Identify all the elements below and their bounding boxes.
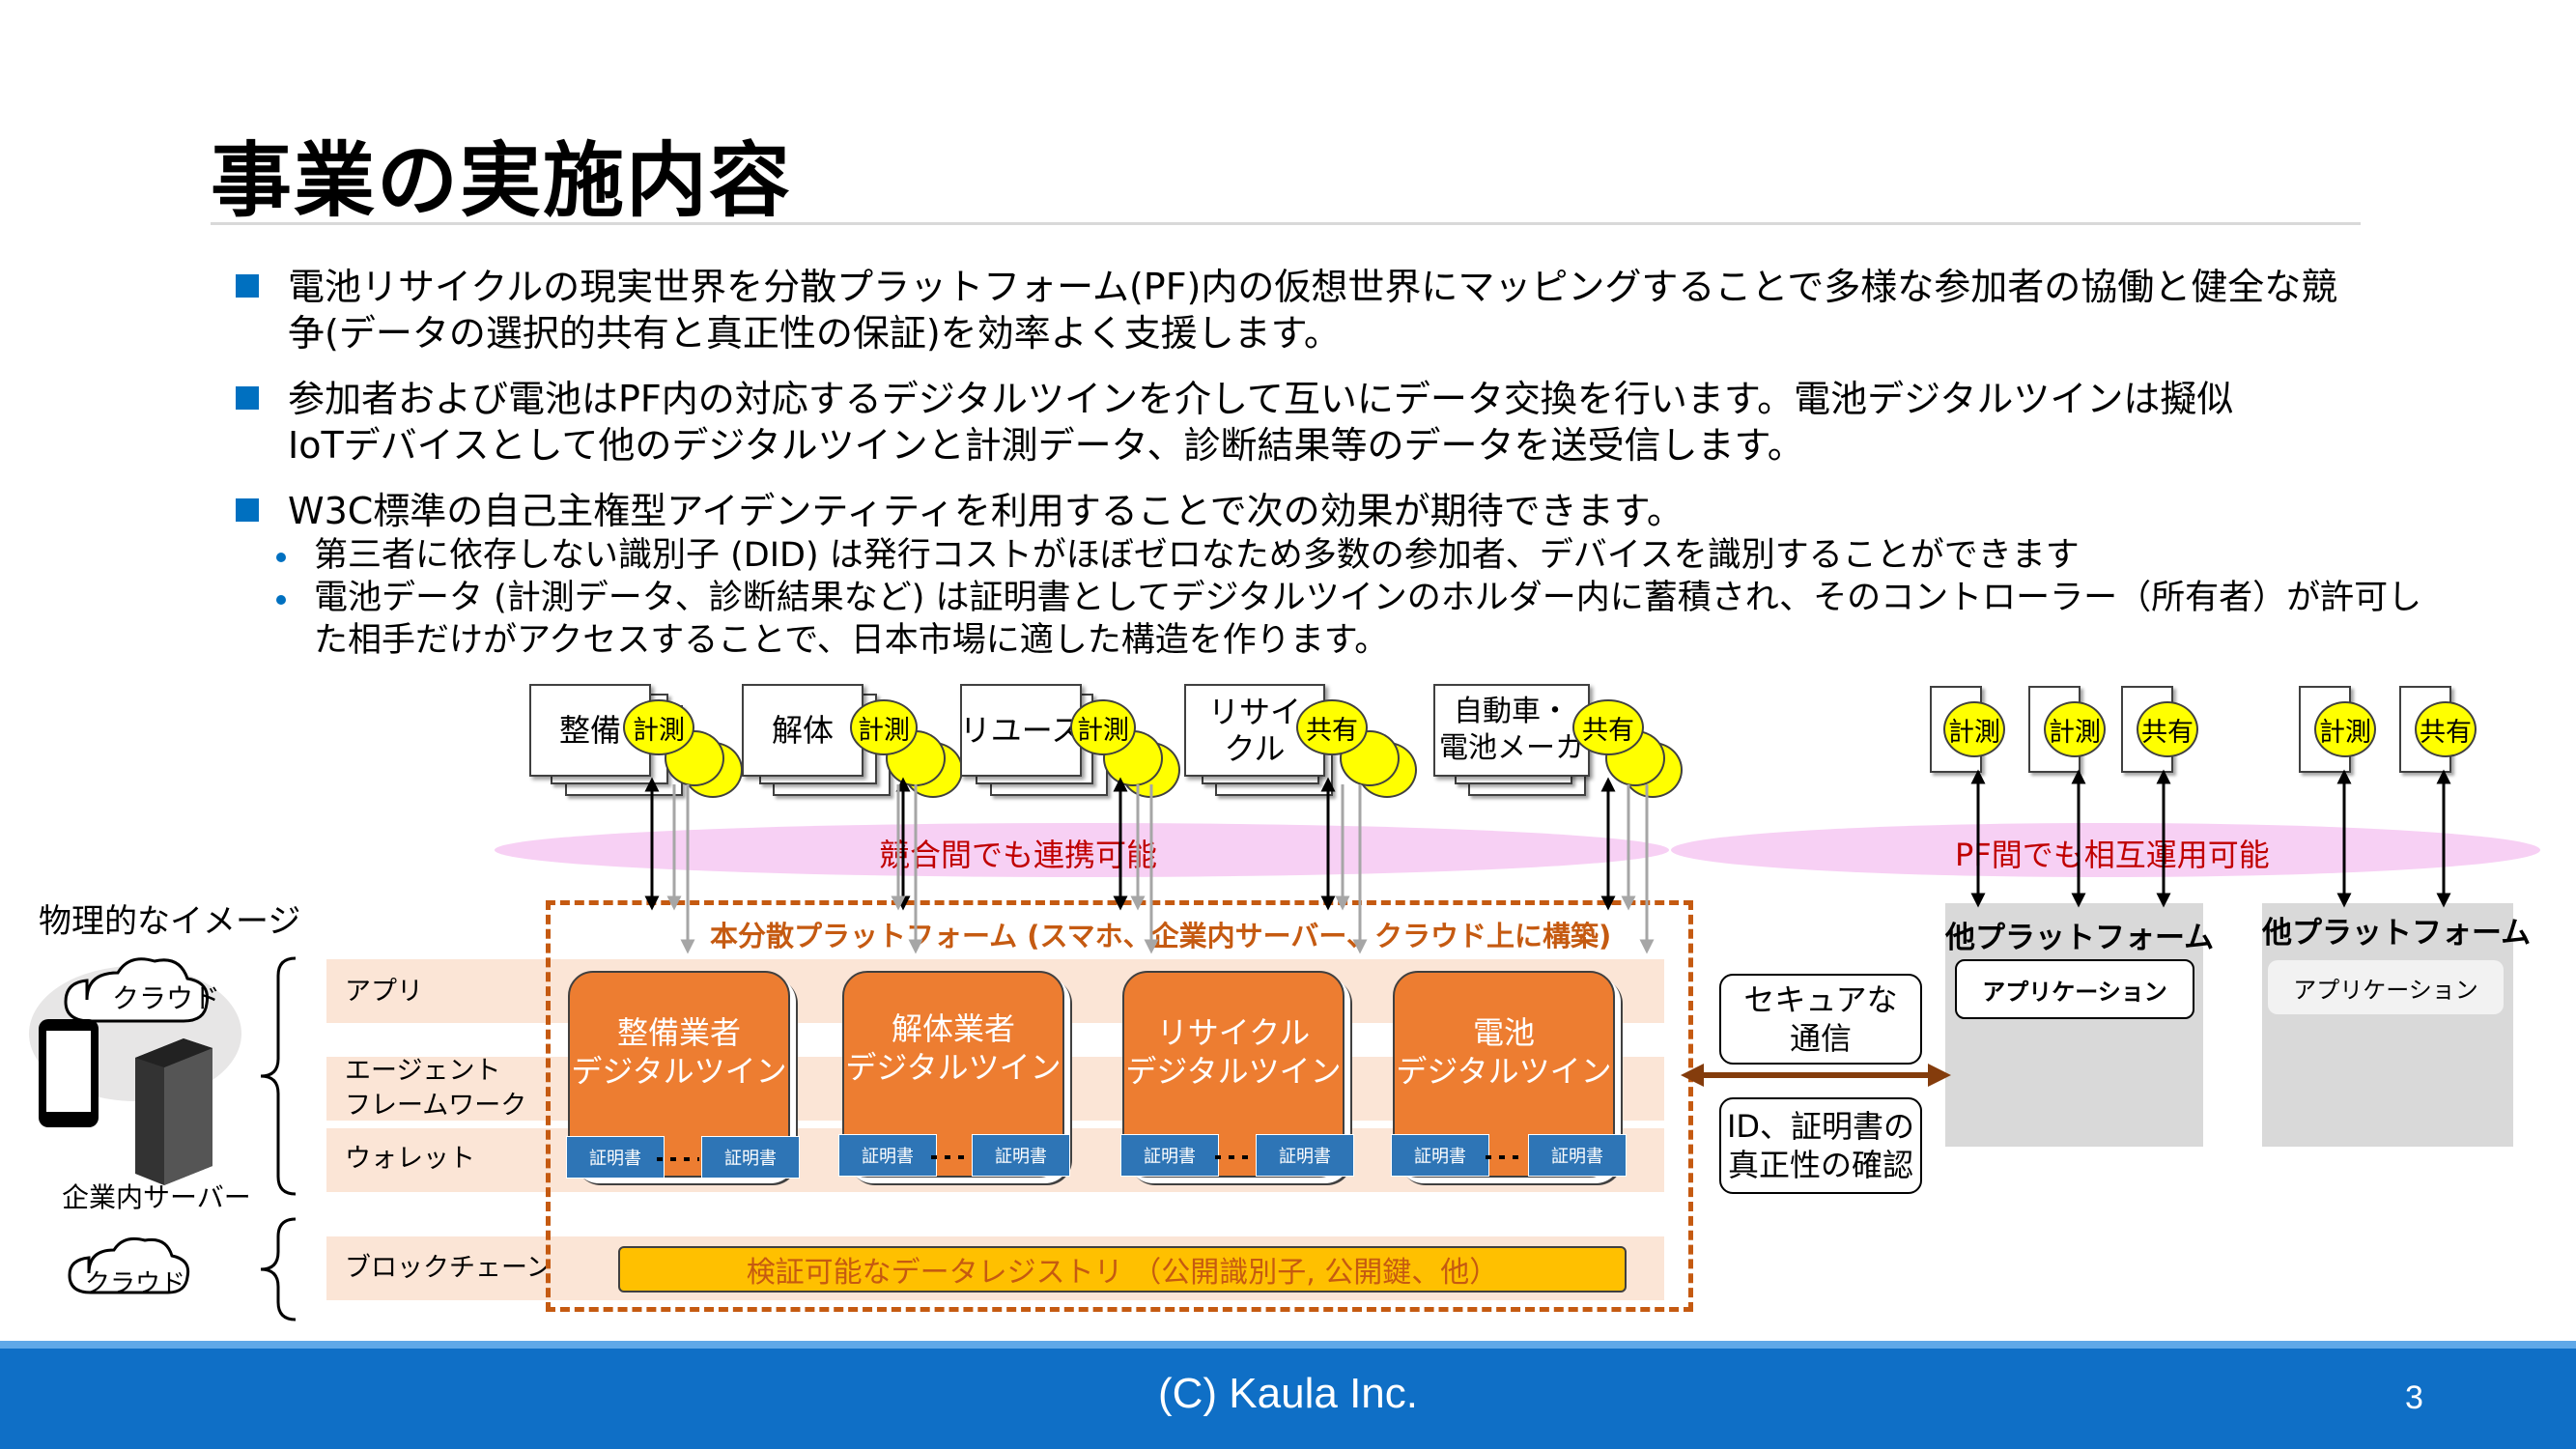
bullet-marker	[236, 274, 259, 298]
twin-battery-label: 電池 デジタルツイン	[1396, 1014, 1612, 1090]
certificate: 証明書	[1528, 1134, 1627, 1177]
bullet-marker	[236, 386, 259, 410]
bullet-marker	[236, 498, 259, 522]
other-platform-1	[1945, 903, 2203, 1147]
other-pf-2-badge-2: 共有	[2415, 701, 2477, 757]
oval-competitors	[495, 823, 1669, 877]
id-verification: ID、証明書の 真正性の確認	[1719, 1097, 1922, 1194]
other-pf-1-badge-2: 計測	[2044, 701, 2106, 757]
title-divider	[211, 222, 2361, 225]
footer-copyright: (C) Kaula Inc.	[1158, 1370, 1418, 1417]
sub-bullet-marker	[276, 595, 286, 605]
oval-interop-label: PF間でも相互運用可能	[1955, 837, 2270, 873]
bullet-1-line-1: 電池リサイクルの現実世界を分散プラットフォーム(PF)内の仮想世界にマッピングす…	[288, 266, 2338, 308]
twin-dismantle-label: 解体業者 デジタルツイン	[845, 1010, 1062, 1086]
physical-cloud-group	[29, 957, 241, 1185]
twin-maintenance-label: 整備業者 デジタルツイン	[571, 1014, 787, 1090]
secure-communication: セキュアな 通信	[1719, 974, 1922, 1065]
server-icon	[135, 1038, 212, 1185]
platform-title: 本分散プラットフォーム (スマホ、企業内サーバー、クラウド上に構築)	[710, 920, 1612, 952]
cloud-icon	[64, 957, 210, 1023]
certificate: 証明書	[566, 1136, 665, 1179]
twin-recycle-label: リサイクル デジタルツイン	[1125, 1014, 1342, 1090]
other-pf-1-badge-1: 計測	[1943, 701, 2005, 757]
oval-competitors-label: 競合間でも連携可能	[879, 837, 1158, 873]
page-title: 事業の実施内容	[211, 133, 793, 228]
certificate: 証明書	[1391, 1134, 1489, 1177]
bullet-2-line-1: 参加者および電池はPF内の対応するデジタルツインを介して互いにデータ交換を行いま…	[288, 378, 2234, 420]
badge-share: 共有	[1572, 699, 1644, 755]
other-platform-2-app: アプリケーション	[2268, 960, 2504, 1014]
cloud-bottom-label: クラウド	[85, 1269, 186, 1298]
layer-label-blockchain: ブロックチェーン	[345, 1253, 552, 1283]
certificate: 証明書	[838, 1134, 937, 1177]
participant-dismantle: 解体	[742, 684, 863, 777]
sub-bullet-2-line-2: た相手だけがアクセスすることで、日本市場に適した構造を作ります。	[314, 621, 1389, 660]
badge-measure-back	[665, 730, 724, 786]
bullet-2-line-2: IoTデバイスとして他のデジタルツインと計測データ、診断結果等のデータを送受信し…	[288, 424, 1804, 467]
other-platform-2	[2262, 903, 2513, 1147]
layer-label-wallet: ウォレット	[345, 1144, 475, 1174]
badge-measure: 計測	[1070, 699, 1136, 755]
other-pf-2-badge-1: 計測	[2314, 701, 2376, 757]
sub-bullet-marker	[276, 553, 286, 562]
data-registry: 検証可能なデータレジストリ （公開識別子, 公開鍵、他）	[618, 1246, 1627, 1293]
certificate: 証明書	[972, 1134, 1070, 1177]
footer-accent-line	[0, 1341, 2576, 1349]
participant-oem: 自動車・ 電池メーカ	[1433, 684, 1590, 777]
certificate: 証明書	[1120, 1134, 1219, 1177]
certificate: 証明書	[701, 1136, 800, 1179]
layer-label-app: アプリ	[345, 977, 423, 1007]
sub-bullet-1: 第三者に依存しない識別子 (DID) は発行コストがほぼゼロなため多数の参加者、…	[314, 536, 2080, 575]
other-pf-1-badge-3: 共有	[2137, 701, 2198, 757]
participant-reuse: リユース	[960, 684, 1082, 777]
other-platform-1-app: アプリケーション	[1955, 959, 2194, 1019]
page-number: 3	[2405, 1379, 2423, 1416]
badge-share: 共有	[1296, 699, 1368, 755]
footer-band	[0, 1341, 2576, 1449]
badge-measure: 計測	[623, 699, 694, 755]
badge-measure: 計測	[850, 699, 918, 755]
other-platform-2-title: 他プラットフォーム	[2262, 916, 2532, 951]
other-platform-1-title: 他プラットフォーム	[1945, 921, 2215, 955]
cloud-bottom-icon	[68, 1236, 190, 1294]
layer-label-agent: エージェント フレームワーク	[345, 1056, 527, 1121]
physical-image-label: 物理的なイメージ	[39, 902, 301, 941]
server-label: 企業内サーバー	[62, 1181, 251, 1213]
cloud-top-label: クラウド	[112, 982, 221, 1014]
bullet-1-line-2: 争(データの選択的共有と真正性の保証)を効率よく支援します。	[288, 312, 1341, 355]
oval-interop	[1671, 823, 2540, 877]
certificate: 証明書	[1256, 1134, 1354, 1177]
bullet-3-line-1: W3C標準の自己主権型アイデンティティを利用することで次の効果が期待できます。	[288, 490, 1684, 532]
sub-bullet-2-line-1: 電池データ (計測データ、診断結果など) は証明書としてデジタルツインのホルダー…	[314, 579, 2422, 617]
